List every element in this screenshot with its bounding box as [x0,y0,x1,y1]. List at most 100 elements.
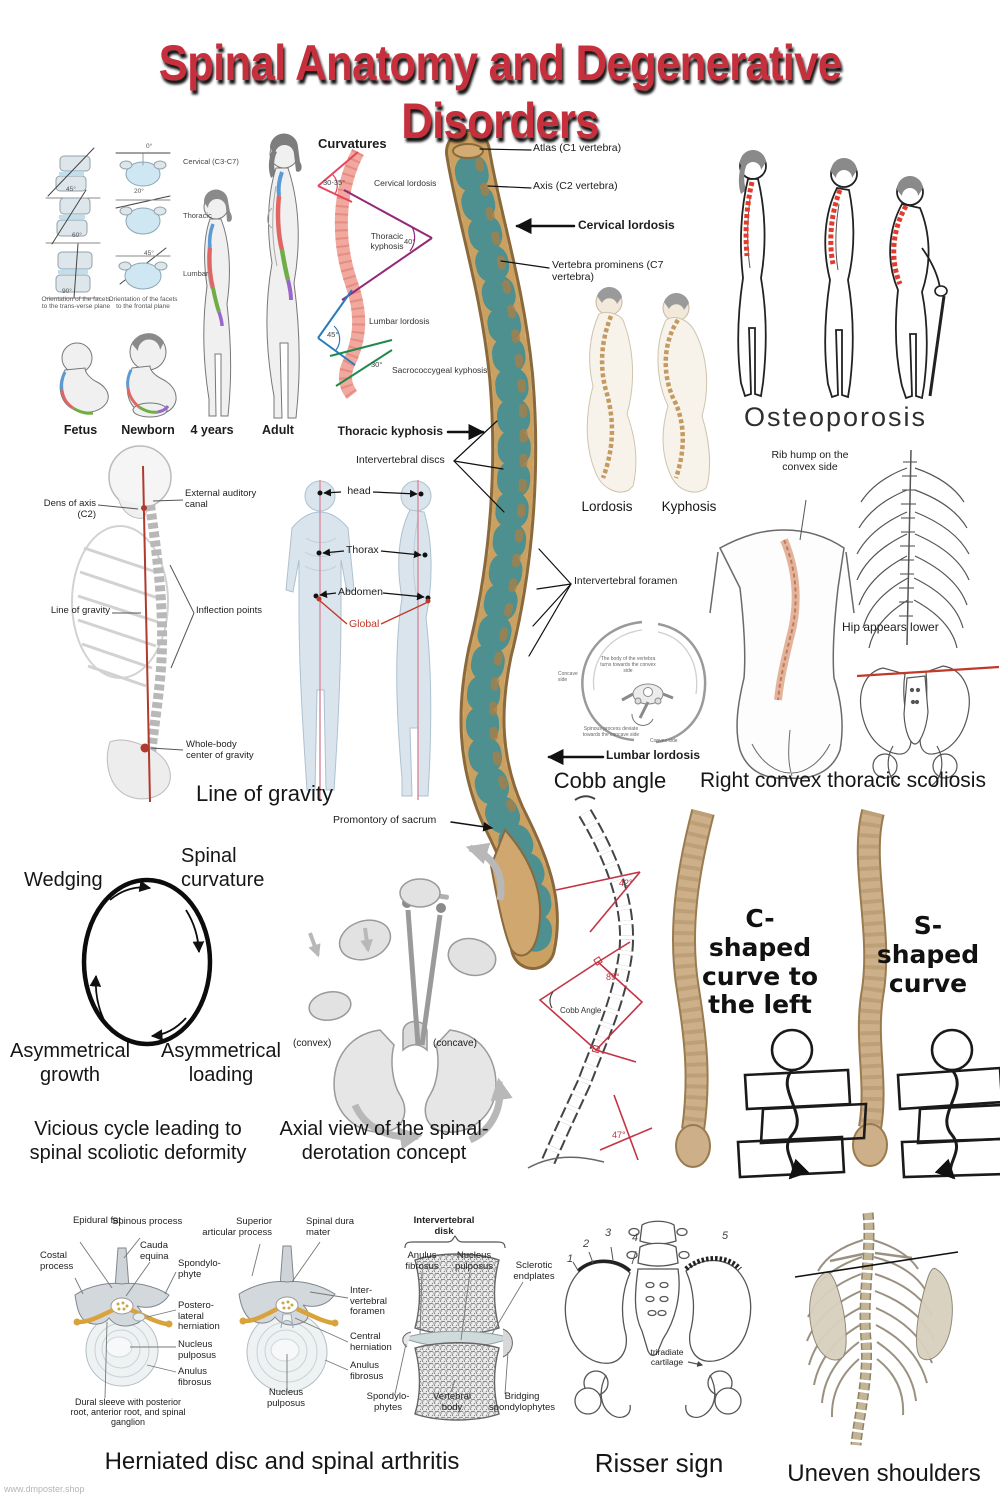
hern-spondylophyte: Spondylo-phyte [178,1258,221,1280]
facet-region-thoracic: Thoracic [183,211,212,220]
caption-derotation: Axial view of the spinal-derotation conc… [279,1118,489,1164]
label-dens-axis: Dens of axis (C2) [43,498,96,520]
axial-label-concave-side: Concave side [558,671,578,683]
facet-angle-thoracic-top: 20° [134,188,144,195]
label-ext-auditory-canal: External auditory canal [185,488,257,510]
newborn-figure [126,333,177,418]
facet-region-cervical: Cervical (C3-C7) [183,157,239,166]
label-hip-lower: Hip appears lower [842,620,939,634]
main-spine-illustration [445,129,605,970]
scoliosis-ribcage-pelvis [856,449,970,787]
curvatures-diagram [317,148,433,400]
cycle-spinal-curvature: Spinal curvature [181,845,265,891]
label-triradiate: triradiate cartilage [650,1347,684,1367]
label-intervertebral-discs: Intervertebral discs [356,454,445,466]
poster-title: Spinal Anatomy and Degenerative Disorder… [158,35,842,149]
kyphosis-figure [657,293,711,493]
label-lumbar-lordosis: Lumbar lordosis [606,748,701,762]
risser-grade-4: 4 [632,1232,639,1244]
disk-bridging: Bridging spondylophytes [488,1391,556,1413]
caption-c-shaped: C-shaped curve to the left [701,904,819,1020]
disk-vertebral-body: Vertebral body [432,1391,472,1413]
label-global: Global [349,618,380,630]
pelvis-level-line [856,665,1000,678]
stage-label-newborn: Newborn [121,423,175,437]
label-thorax: Thorax [346,544,379,556]
axial-label-convex-side: Convex side [650,738,678,744]
adult-figure [266,133,302,419]
label-axis: Axis (C2 vertebra) [533,180,618,192]
development-figures [59,133,302,419]
caption-vicious-cycle: Vicious cycle leading to spinal scolioti… [29,1118,247,1164]
caption-right-convex-scoliosis: Right convex thoracic scoliosis [700,769,986,792]
cobb-angle-42: 42° [619,878,633,888]
hern-intervertebral-foramen: Inter-vertebral foramen [350,1285,387,1318]
herniated-right-vertebra [238,1241,349,1393]
hern-superior-articular: Superior articular process [202,1216,272,1238]
disk-anulus: Anulus fibrosus [405,1250,439,1272]
label-line-of-gravity: Line of gravity [50,605,110,616]
herniated-left-vertebra [73,1237,177,1399]
hern-posterolateral: Postero-lateral herniation [178,1300,220,1333]
cycle-asym-loading: Asymmetrical loading [160,1040,281,1086]
posture-figures [285,480,432,800]
curv-angle-thoracic: 40° [404,237,416,246]
facet-angle-lumbar-side: 90° [62,288,72,295]
facet-caption-transverse: Orientation of the facets to the trans-v… [41,296,111,311]
disk-sclerotic: Sclerotic endplates [513,1260,555,1282]
watermark: www.dmposter.shop [4,1484,85,1494]
hern-central-herniation: Central herniation [350,1331,392,1353]
hern-nucleus-pulposus: Nucleus pulposus [178,1339,217,1361]
hern-spinous-process: Spinous process [112,1216,183,1227]
label-abdomen: Abdomen [338,586,383,598]
label-osteoporosis: Osteoporosis [743,402,928,432]
label-vertebra-prominens: Vertebra prominens (C7 vertebra) [552,259,664,283]
disk-degeneration-diagram [394,1235,524,1421]
axial-label-body-turns: The body of the vertebra turns towards t… [600,656,656,674]
cycle-wedging: Wedging [24,869,103,891]
child-figure [203,189,232,417]
s-shaped-spine [852,808,888,1167]
facet-caption-frontal: Orientation of the facets to the frontal… [108,296,178,311]
facet-angle-cervical-top: 0° [146,143,153,150]
facet-angle-lumbar-top: 45° [144,250,154,257]
label-atlas: Atlas (C1 vertebra) [533,142,622,154]
facet-angle-thoracic-side: 60° [72,232,82,239]
cobb-axial-rib-diagram [581,620,707,744]
risser-grade-5: 5 [722,1230,729,1242]
disk-title: Intervertebral disk [413,1215,475,1237]
line-of-gravity-skeleton [71,445,195,803]
disk-spondylophytes: Spondylo-phytes [366,1391,410,1413]
c-shaped-spine [671,808,715,1168]
hern-cauda-equina: Cauda equina [140,1240,169,1262]
caption-line-of-gravity: Line of gravity [196,781,333,806]
fetus-figure [59,342,109,415]
cobb-angle-diagram [527,795,653,1169]
hern-costal-process: Costal process [40,1250,74,1272]
s-curve-blocks-figure [896,1028,1000,1180]
caption-cobb-angle: Cobb angle [553,768,667,793]
cobb-angle-label: Cobb Angle [560,1006,602,1015]
uneven-shoulders-ribcage [794,1212,959,1446]
facet-angle-cervical-side: 45° [66,186,76,193]
cobb-angle-47: 47° [612,1130,626,1140]
vicious-cycle-diagram [81,877,213,1047]
label-head: head [347,485,371,497]
axial-label-spinous-deviates: Spinous process deviate towards the conc… [582,726,640,738]
hern-dural-sleeve: Dural sleeve with posterior root, anteri… [70,1397,186,1428]
risser-grade-1: 1 [567,1253,574,1265]
label-intervertebral-foramen: Intervertebral foramen [574,575,678,587]
label-convex: (convex) [293,1038,332,1049]
lordosis-figure [586,287,637,493]
caption-risser-sign: Risser sign [594,1448,724,1478]
osteoporosis-figures [737,149,948,400]
c-curve-blocks-figure [736,1028,868,1180]
scoliosis-back-figure [709,499,855,780]
risser-pelvis-diagram [564,1220,752,1419]
caption-uneven-shoulders: Uneven shoulders [787,1460,981,1487]
cobb-angle-89: 89° [606,972,620,982]
hern-nucleus-pulposus-2: Nucleus pulposus [266,1387,306,1409]
stage-label-4years: 4 years [190,423,234,437]
